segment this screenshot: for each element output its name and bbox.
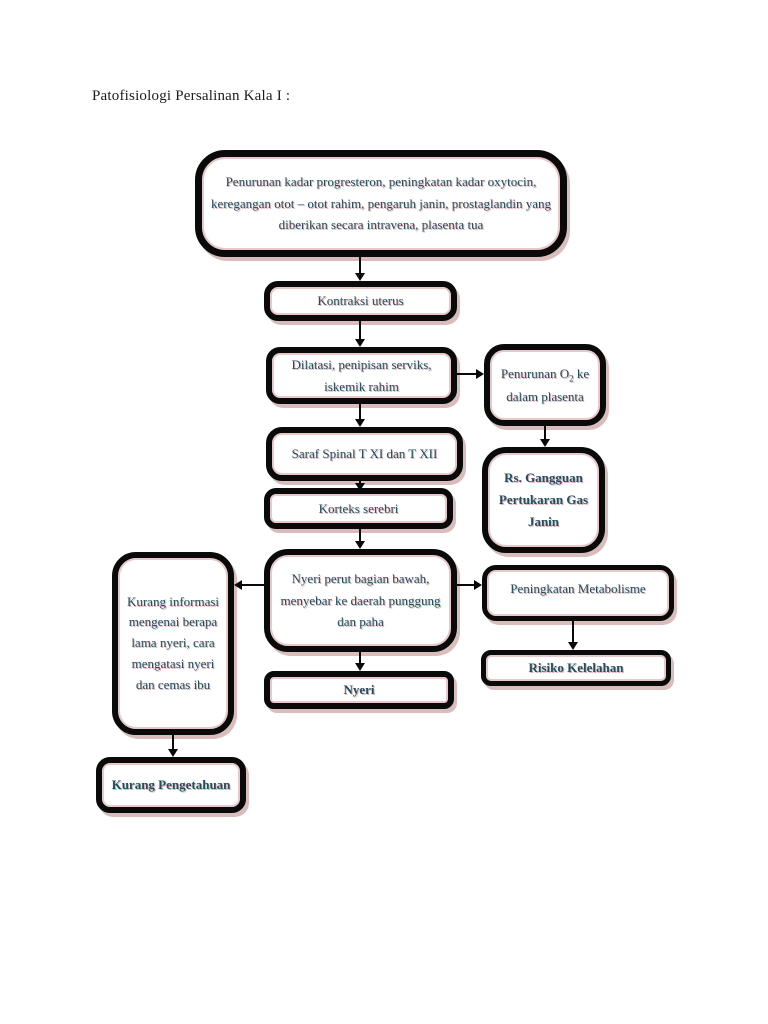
flow-node-korteks-serebri: Korteks serebri <box>264 488 453 529</box>
arrow-down-icon <box>359 257 361 273</box>
flow-node-rs-gangguan: Rs. Gangguan Pertukaran Gas Janin <box>482 447 605 553</box>
flow-node-saraf-spinal-text: Saraf Spinal T XI dan T XII <box>291 446 438 462</box>
flow-node-kontraksi-uterus: Kontraksi uterus <box>264 281 457 321</box>
arrow-down-icon <box>172 735 174 749</box>
flow-node-rs-gangguan-text: Rs. Gangguan Pertukaran Gas Janin <box>498 469 589 530</box>
flow-node-kurang-informasi-text: Kurang informasi mengenai berapa lama ny… <box>126 593 220 692</box>
flow-node-peningkatan-metabolisme: Peningkatan Metabolisme <box>482 565 674 621</box>
arrow-down-icon <box>359 404 361 419</box>
flow-node-kurang-pengetahuan: Kurang Pengetahuan <box>96 757 246 813</box>
flow-node-dilatasi-text: Dilatasi, penipisan serviks, iskemik rah… <box>291 357 432 394</box>
flow-node-korteks-serebri-text: Korteks serebri <box>318 500 399 516</box>
flow-node-kontraksi-uterus-text: Kontraksi uterus <box>317 293 404 309</box>
flow-node-peningkatan-metabolisme-text: Peningkatan Metabolisme <box>510 581 646 596</box>
arrow-down-icon <box>359 321 361 339</box>
flow-node-kurang-pengetahuan-text: Kurang Pengetahuan <box>111 777 231 793</box>
page-title: Patofisiologi Persalinan Kala I : <box>92 88 291 104</box>
flow-node-penurunan-o2: Penurunan O2 ke dalam plasenta <box>484 344 606 426</box>
flow-node-dilatasi: Dilatasi, penipisan serviks, iskemik rah… <box>266 347 457 404</box>
arrow-down-icon <box>359 652 361 663</box>
arrow-down-icon <box>544 426 546 439</box>
flow-node-nyeri-perut: Nyeri perut bagian bawah, menyebar ke da… <box>264 549 457 652</box>
flow-node-nyeri-text: Nyeri <box>343 682 375 698</box>
arrow-down-icon <box>572 621 574 642</box>
o2-subscript: 2 <box>569 373 574 384</box>
arrow-down-icon <box>359 481 361 483</box>
flow-node-risiko-kelelahan: Risiko Kelelahan <box>481 650 671 686</box>
arrow-right-icon <box>457 584 474 586</box>
arrow-down-icon <box>359 529 361 541</box>
arrow-right-icon <box>457 373 476 375</box>
flow-node-nyeri-perut-text: Nyeri perut bagian bawah, menyebar ke da… <box>280 571 441 630</box>
arrow-left-icon <box>242 584 264 586</box>
flow-node-causes-text: Penurunan kadar progresteron, peningkata… <box>210 174 552 233</box>
flow-node-risiko-kelelahan-text: Risiko Kelelahan <box>528 660 624 676</box>
flow-node-saraf-spinal: Saraf Spinal T XI dan T XII <box>266 427 463 481</box>
flow-node-nyeri: Nyeri <box>264 671 454 709</box>
flow-node-penurunan-o2-text: Penurunan O2 ke dalam plasenta <box>500 365 590 404</box>
flow-node-causes: Penurunan kadar progresteron, peningkata… <box>195 150 567 257</box>
flow-node-kurang-informasi: Kurang informasi mengenai berapa lama ny… <box>112 552 234 735</box>
